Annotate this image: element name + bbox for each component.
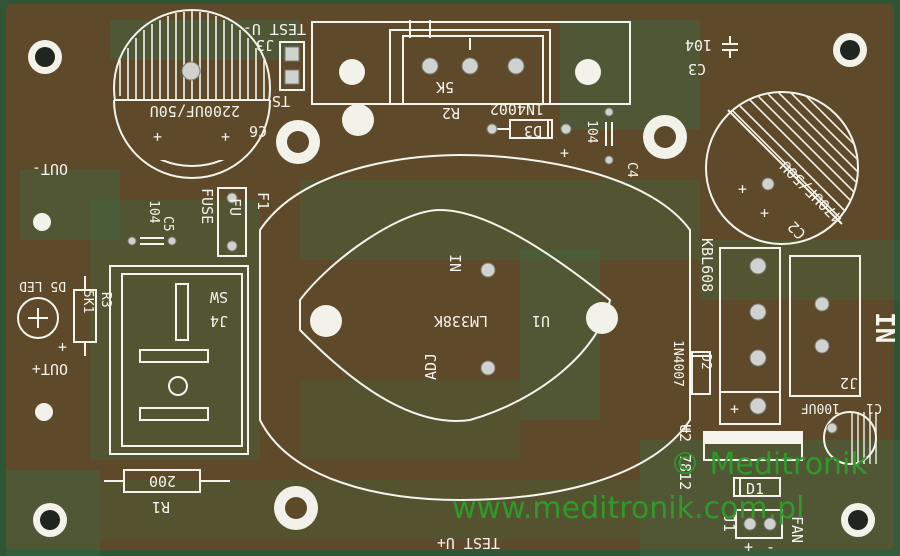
- mounting-holes: [28, 33, 875, 537]
- c6-minus-plus: +: [153, 128, 162, 146]
- r3-value-label: 5K1: [80, 290, 95, 313]
- d5-plus-label: +: [58, 338, 67, 356]
- resistor-r1: [104, 469, 230, 493]
- j1-label: J1: [720, 514, 738, 532]
- switch-j4: [109, 265, 249, 455]
- u1-label: U1: [532, 312, 550, 330]
- c5-label: C5: [160, 216, 175, 232]
- c2-plus-label-a: +: [738, 180, 747, 198]
- capacitor-c6: [112, 9, 272, 179]
- u1-in-label: IN: [446, 254, 464, 272]
- out-minus-label: OUT-: [32, 160, 68, 178]
- c3-label: C3: [688, 60, 706, 78]
- connector-j2: [789, 255, 861, 397]
- sw-label: SW: [209, 288, 228, 306]
- c6-plus-label: +: [221, 128, 230, 146]
- r2-value-label: 5K: [436, 78, 454, 96]
- diode-d3: [486, 119, 572, 139]
- r1-value-label: 200: [149, 472, 176, 490]
- copper-traces: [6, 20, 900, 556]
- j1-plus-label: +: [744, 538, 753, 556]
- d2-label: D2: [698, 354, 713, 370]
- fu-label: FU: [226, 198, 244, 216]
- c4-label: C4: [624, 162, 639, 178]
- out-plus-pad: [35, 403, 53, 421]
- diode-d2: [691, 351, 711, 395]
- capacitor-c3: [722, 36, 738, 58]
- r1-label: R1: [152, 498, 170, 516]
- test-plus-label: TEST U+: [437, 534, 500, 552]
- c5-value-label: 104: [146, 200, 161, 224]
- fan-label: FAN: [788, 516, 806, 543]
- u2-part-label: 7812: [676, 454, 694, 490]
- d1-label: D1: [746, 480, 764, 498]
- capacitor-c5: [127, 236, 177, 246]
- bridge-rectifier-kbl608: [719, 247, 781, 425]
- diode-d1: [733, 477, 781, 497]
- test-minus-label: TEST U-: [243, 20, 306, 38]
- j1-minus-label: -: [766, 538, 775, 556]
- c1-label: C1: [866, 400, 882, 415]
- u2-label: U2: [676, 424, 694, 442]
- connector-j1-fan: [735, 509, 783, 539]
- out-plus-label: OUT+: [32, 360, 68, 378]
- d3-label: D3: [524, 122, 542, 140]
- kbl608-plus-label: +: [730, 400, 739, 418]
- d5-led-label: D5 LED: [19, 278, 66, 293]
- f1-label: F1: [254, 192, 272, 210]
- regulator-u2: [703, 431, 803, 461]
- regulator-u1-outline: [259, 153, 691, 502]
- r2-label: R2: [442, 104, 460, 122]
- watermark-url: www.meditronik.com.pl: [452, 491, 805, 526]
- u1-adj-label: ADJ: [422, 353, 440, 380]
- ts-label: TS: [272, 92, 290, 110]
- capacitor-c2: [705, 91, 859, 245]
- u1-part-label: LM338K: [434, 312, 488, 330]
- c6-value-label: 2200UF/50U: [150, 102, 240, 120]
- kbl608-label: KBL608: [698, 238, 716, 292]
- c2-plus-label-b: +: [760, 204, 769, 222]
- fuse-f1: [217, 187, 247, 257]
- watermark-brand: © Meditronik: [670, 447, 868, 482]
- u2-plus-label: +: [682, 420, 691, 438]
- d3-part-label: 1N4002: [490, 100, 544, 118]
- capacitor-c4: [604, 107, 614, 165]
- c1-value-label: 100UF: [801, 400, 840, 415]
- j2-label: J2: [840, 374, 858, 392]
- c4-value-label: 104: [584, 120, 599, 144]
- d2-part-label: 1N4007: [670, 340, 685, 387]
- in-label: IN: [869, 312, 899, 343]
- trimmer-r2: [311, 20, 631, 136]
- c4-plus-label: +: [560, 144, 569, 162]
- resistor-r3: [73, 276, 97, 356]
- test-point-j3: [279, 41, 305, 91]
- led-d5: [17, 297, 59, 339]
- c3-value-label: 104: [685, 36, 712, 54]
- fuse-label: FUSE: [198, 188, 216, 224]
- c6-label: C6: [249, 122, 267, 140]
- out-minus-pad: [33, 213, 51, 231]
- j3-label: J3: [256, 36, 274, 54]
- j4-label: J4: [210, 312, 228, 330]
- capacitor-c1: [823, 411, 877, 465]
